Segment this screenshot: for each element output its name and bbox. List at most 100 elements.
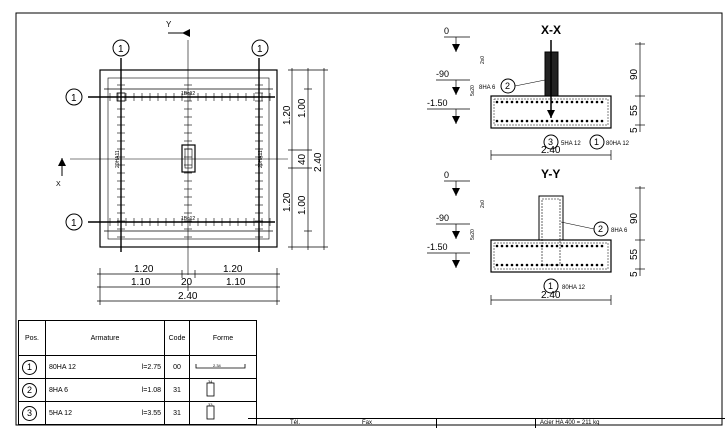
row-pos: 2 xyxy=(22,382,37,398)
marker-1-top-left xyxy=(112,39,130,57)
title-block: Tél. Fax Acier HA 400 = 211 kg xyxy=(248,418,725,428)
bar-label-top: 1Bc12 xyxy=(181,91,195,97)
section-xx: X-X 0 -90 -1.50 2x0 5x20 8HA 6 2 3 5HA 1… xyxy=(427,23,645,160)
dim-bottom-120-right: 1.20 xyxy=(223,264,243,275)
column-rect xyxy=(181,144,196,173)
dim-right-40: 40 xyxy=(297,153,308,165)
svg-text:1: 1 xyxy=(548,281,553,291)
table-row: 2 8HA 6 l=1.08 31 34 xyxy=(18,378,257,402)
section-yy-title: Y-Y xyxy=(541,167,560,181)
svg-text:1: 1 xyxy=(118,44,124,55)
y-axis-label: Y xyxy=(166,20,172,29)
svg-text:5HA 12: 5HA 12 xyxy=(561,141,581,147)
title-fax: Fax xyxy=(362,420,373,426)
svg-text:0: 0 xyxy=(444,26,449,36)
svg-text:55: 55 xyxy=(629,248,640,260)
title-steel: Acier HA 400 = 211 kg xyxy=(540,420,600,426)
marker-1-left-bottom xyxy=(65,213,83,231)
dim-right-100-bottom: 1.00 xyxy=(297,195,308,215)
bar-label-right: 20HA11 xyxy=(258,150,264,168)
dim-bottom-240: 2.40 xyxy=(178,291,198,302)
svg-text:90: 90 xyxy=(629,212,640,224)
dim-bottom-110-right: 1.10 xyxy=(226,277,246,288)
svg-text:2x0: 2x0 xyxy=(480,200,486,208)
svg-text:5x20: 5x20 xyxy=(470,229,476,240)
svg-text:2: 2 xyxy=(598,224,603,234)
svg-text:-1.50: -1.50 xyxy=(427,242,448,252)
svg-text:0: 0 xyxy=(444,170,449,180)
header-forme: Forme xyxy=(189,320,257,356)
row-length: l=3.55 xyxy=(141,409,161,417)
svg-text:80HA 12: 80HA 12 xyxy=(606,141,630,147)
svg-text:1: 1 xyxy=(71,218,77,229)
shape-straight-bar: 2.34 xyxy=(195,363,246,369)
svg-text:90: 90 xyxy=(629,68,640,80)
shape-stirrup: 33 xyxy=(206,402,215,420)
header-code: Code xyxy=(164,320,190,356)
footing-outline xyxy=(99,69,278,248)
table-row: 1 80HA 12 l=2.75 00 2.34 xyxy=(18,355,257,379)
svg-text:-1.50: -1.50 xyxy=(427,98,448,108)
shape-stirrup: 34 xyxy=(206,379,215,397)
svg-text:2x0: 2x0 xyxy=(480,56,486,64)
svg-text:5: 5 xyxy=(629,127,640,133)
row-length: l=2.75 xyxy=(141,363,161,371)
marker-1-top-right xyxy=(251,39,269,57)
table-row: 3 5HA 12 l=3.55 31 33 xyxy=(18,401,257,425)
row-code: 00 xyxy=(164,355,190,379)
y-axis-arrow xyxy=(182,29,190,37)
dim-right-120-top: 1.20 xyxy=(282,105,293,125)
dim-bottom-110-left: 1.10 xyxy=(131,277,151,288)
dim-right-100-top: 1.00 xyxy=(297,98,308,118)
rebar-schedule-table: Pos. Armature Code Forme 1 80HA 12 l=2.75… xyxy=(18,320,257,425)
svg-text:5: 5 xyxy=(629,271,640,277)
title-tel: Tél. xyxy=(290,420,301,426)
row-pos: 1 xyxy=(22,359,37,375)
marker-1-left-top xyxy=(65,88,83,106)
dim-bottom-20: 20 xyxy=(181,277,193,288)
svg-text:1: 1 xyxy=(71,93,77,104)
section-xx-title: X-X xyxy=(541,23,561,37)
svg-text:80HA 12: 80HA 12 xyxy=(562,285,586,291)
dim-right-240: 2.40 xyxy=(313,152,324,172)
header-pos: Pos. xyxy=(18,320,46,356)
xx-footing xyxy=(490,95,612,129)
row-code: 31 xyxy=(164,401,190,425)
svg-text:8HA 6: 8HA 6 xyxy=(611,228,628,234)
svg-text:-90: -90 xyxy=(436,213,449,223)
header-armature: Armature xyxy=(45,320,165,356)
x-axis-arrow xyxy=(58,158,66,166)
bar-label-left: 20HA11 xyxy=(115,150,121,168)
row-name: 8HA 6 xyxy=(49,386,69,394)
row-code: 31 xyxy=(164,378,190,402)
svg-text:-90: -90 xyxy=(436,69,449,79)
svg-text:5x20: 5x20 xyxy=(470,85,476,96)
bar-label-bottom: 1Bc12 xyxy=(181,216,195,222)
svg-text:33: 33 xyxy=(208,403,213,407)
svg-text:1: 1 xyxy=(257,44,263,55)
svg-text:34: 34 xyxy=(208,380,213,384)
row-name: 80HA 12 xyxy=(49,363,76,371)
yy-footing xyxy=(490,239,612,273)
svg-text:55: 55 xyxy=(629,104,640,116)
svg-text:1: 1 xyxy=(594,137,599,147)
plan-view: Y X 1 1 1 1 1Bc12 1Bc12 20HA11 20HA11 1. xyxy=(56,20,328,305)
table-header-row: Pos. Armature Code Forme xyxy=(18,320,257,356)
row-name: 5HA 12 xyxy=(49,409,72,417)
svg-text:2.34: 2.34 xyxy=(213,363,222,368)
yy-column xyxy=(538,195,564,241)
svg-text:2.40: 2.40 xyxy=(541,290,561,301)
row-length: l=1.08 xyxy=(141,386,161,394)
svg-text:3: 3 xyxy=(548,137,553,147)
dim-bottom-120-left: 1.20 xyxy=(134,264,154,275)
footing-inner-outline xyxy=(107,77,270,240)
sheet-border xyxy=(15,12,723,426)
section-yy: Y-Y 0 -90 -1.50 2x0 5x20 2 8HA 6 1 80HA … xyxy=(427,167,645,305)
svg-text:2.40: 2.40 xyxy=(541,145,561,156)
x-axis-label: X xyxy=(56,181,61,188)
svg-text:8HA 6: 8HA 6 xyxy=(479,85,496,91)
dim-right-120-bottom: 1.20 xyxy=(282,192,293,212)
svg-text:2: 2 xyxy=(505,81,510,91)
row-pos: 3 xyxy=(22,405,37,421)
